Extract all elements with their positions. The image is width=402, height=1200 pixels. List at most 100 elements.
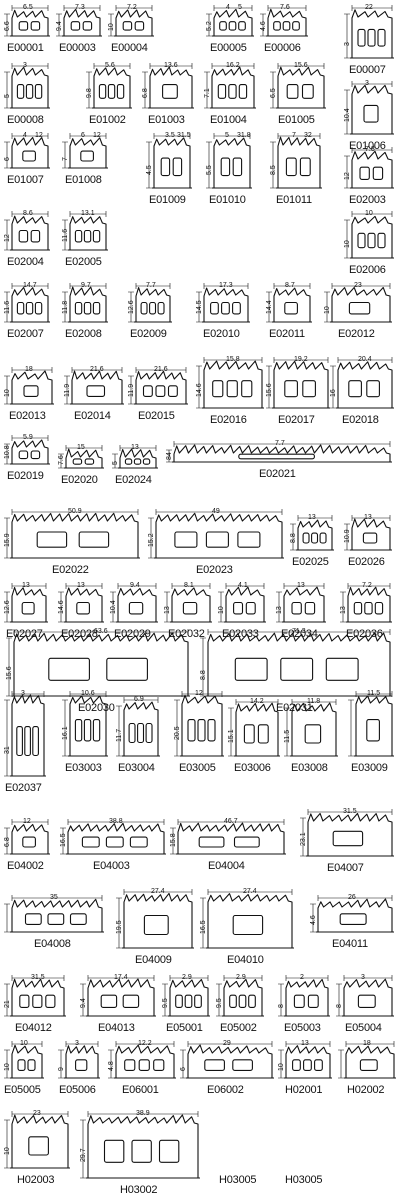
dimension-label: 13.6 xyxy=(164,62,178,69)
part-code: E04007 xyxy=(327,862,364,874)
profile-drawing xyxy=(58,583,104,623)
dimension-label: 16.5 xyxy=(60,833,67,848)
dimension-label: 10 xyxy=(4,1147,11,1155)
dimension-label: 9.8 xyxy=(86,88,93,99)
profile-drawing xyxy=(128,367,188,405)
profile-drawing xyxy=(58,445,104,469)
part-code: H02003 xyxy=(17,1174,55,1186)
dimension-label: 6 xyxy=(180,1066,187,1071)
dimension-label: 10 xyxy=(365,210,373,217)
part-code: E01002 xyxy=(89,114,126,126)
dimension-label: 12 xyxy=(344,171,351,180)
profile-drawing xyxy=(108,5,154,37)
dimension-label: 12 xyxy=(4,234,11,243)
profile-drawing xyxy=(4,583,48,623)
profile-cell: H03005 xyxy=(278,1110,336,1188)
profile-drawing xyxy=(62,691,108,757)
part-code: E02032 xyxy=(168,628,205,640)
profile-drawing xyxy=(4,819,50,855)
dimension-label: 23 xyxy=(33,1110,41,1117)
profile-drawing xyxy=(344,211,394,259)
dimension-label: 12.6 xyxy=(4,600,11,615)
dimension-label: 4 xyxy=(23,132,27,139)
dimension-label: 13 xyxy=(308,514,316,521)
profile-drawing xyxy=(4,211,50,251)
profile-drawing xyxy=(166,441,392,463)
dimension-label: 38.8 xyxy=(109,818,123,825)
dimension-label: 32 xyxy=(304,132,312,139)
part-code: E02007 xyxy=(7,328,44,340)
part-code: E03005 xyxy=(179,762,216,774)
dimension-label: 10.6 xyxy=(81,690,95,697)
dimension-label: 11.8 xyxy=(307,698,321,705)
dimension-label: 3 xyxy=(361,974,365,981)
dimension-label: 10 xyxy=(278,1063,285,1071)
part-code: E02037 xyxy=(5,782,42,794)
profile-drawing xyxy=(174,691,224,757)
profile-drawing xyxy=(110,583,158,623)
dimension-label: 8.7 xyxy=(285,282,295,289)
part-code: E03003 xyxy=(65,762,102,774)
dimension-label: 35 xyxy=(50,894,58,901)
part-code: E03009 xyxy=(351,762,388,774)
profile-drawing xyxy=(112,445,158,469)
dimension-label: 7.7 xyxy=(275,440,285,447)
dimension-label: 16.5 xyxy=(200,920,207,935)
dimension-label: 9.4 xyxy=(130,582,140,589)
part-code: E02006 xyxy=(349,264,386,276)
dimension-label: 63.6 xyxy=(94,628,108,635)
profile-drawing xyxy=(58,1041,100,1079)
profile-drawing xyxy=(300,809,394,857)
part-code: E00007 xyxy=(349,64,386,76)
dimension-label: 6.9 xyxy=(134,696,144,703)
profile-drawing xyxy=(344,147,394,189)
profile-drawing xyxy=(128,283,172,323)
part-code: E00004 xyxy=(111,42,148,54)
dimension-label: 23 xyxy=(354,282,362,289)
dimension-label: 16.2 xyxy=(226,62,240,69)
dimension-label: 6.8 xyxy=(4,837,11,848)
part-code: E05001 xyxy=(166,1022,203,1034)
part-code: E01004 xyxy=(210,114,247,126)
dimension-label: 2.9 xyxy=(236,974,246,981)
dimension-label: 71.3 xyxy=(292,628,306,635)
part-code: E00003 xyxy=(59,42,96,54)
dimension-label: 21 xyxy=(4,999,11,1008)
dimension-label: 9.5 xyxy=(162,997,169,1008)
part-code: E04012 xyxy=(15,1022,52,1034)
dimension-label: 9.5 xyxy=(216,997,223,1008)
dimension-label: 8 xyxy=(336,1003,343,1008)
dimension-label: 12 xyxy=(93,132,101,139)
dimension-label: 10 xyxy=(218,606,225,615)
dimension-label: 16.1 xyxy=(62,726,69,741)
dimension-label: 18 xyxy=(25,366,33,373)
dimension-label: 13 xyxy=(22,582,30,589)
part-code: E06001 xyxy=(122,1084,159,1096)
profile-drawing xyxy=(330,357,394,409)
profile-drawing xyxy=(324,283,392,323)
dimension-label: 13 xyxy=(364,514,372,521)
dimension-label: 5.6 xyxy=(105,62,115,69)
profile-drawing xyxy=(4,133,50,169)
part-code: E01011 xyxy=(276,194,312,206)
part-code: H03002 xyxy=(120,1184,158,1196)
profile-drawing xyxy=(290,515,334,551)
